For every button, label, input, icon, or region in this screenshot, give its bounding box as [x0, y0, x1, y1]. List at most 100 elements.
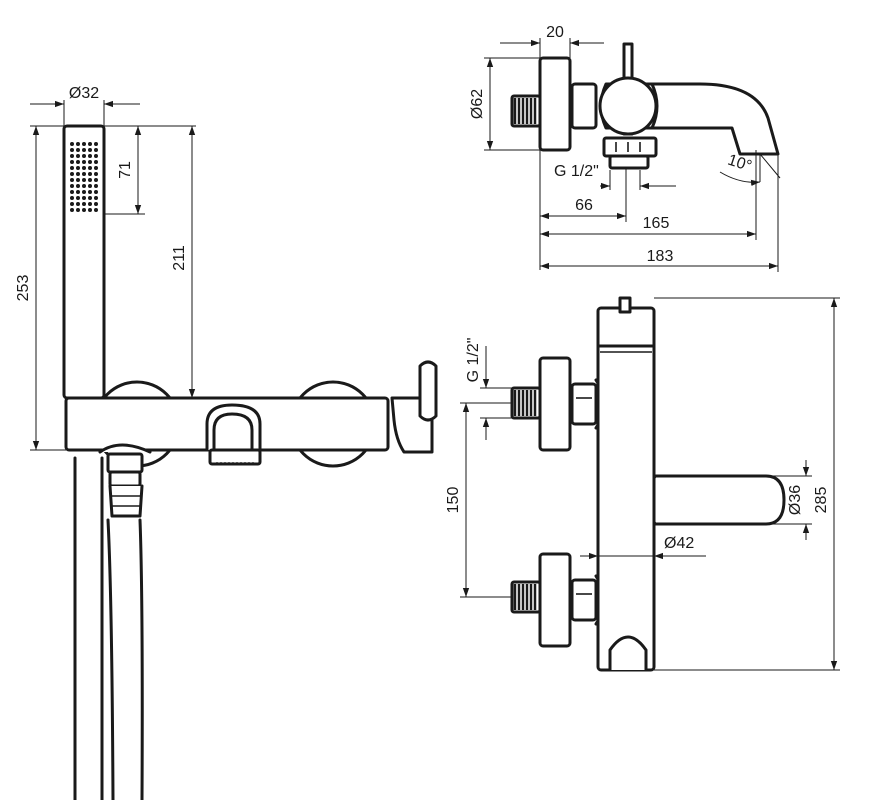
nozzle-dot	[82, 202, 86, 206]
label-total-height: 253	[15, 275, 32, 302]
nozzle-dot	[70, 178, 74, 182]
nozzle-dot	[70, 148, 74, 152]
dim-total-depth: 183	[540, 154, 779, 272]
label-spout-axis: 66	[575, 197, 593, 214]
dim-handshower-to-body: 211	[171, 126, 196, 398]
nozzle-dot	[70, 196, 74, 200]
nozzle-dot	[82, 154, 86, 158]
label-total-depth: 183	[647, 248, 674, 265]
label-handshower-to-body: 211	[171, 245, 188, 271]
nozzle-dot	[76, 172, 80, 176]
dim-head-length: 71	[104, 125, 196, 215]
side-rosette-lower	[538, 552, 606, 648]
nozzle-dot	[82, 142, 86, 146]
nozzle-dot	[94, 154, 98, 158]
dim-inlet-spacing: 150	[445, 402, 512, 598]
label-spout-diameter: Ø36	[787, 485, 804, 515]
top-view: 20 Ø62 G 1/2" 66 165	[469, 24, 781, 272]
top-rosette	[538, 56, 572, 152]
top-diverter-nut	[602, 136, 658, 170]
dim-rosette-depth: 20	[500, 24, 604, 58]
nozzle-dot	[94, 208, 98, 212]
front-view: Ø32 253 71 211	[15, 85, 438, 800]
hose-connector	[98, 443, 152, 518]
nozzle-dot	[82, 172, 86, 176]
dim-thread-side: G 1/2"	[465, 338, 512, 440]
nozzle-dot	[94, 148, 98, 152]
nozzle-dot	[76, 148, 80, 152]
nozzle-dot	[88, 142, 92, 146]
nozzle-dot	[70, 172, 74, 176]
dim-thread-top: G 1/2"	[554, 163, 676, 190]
nozzle-dot	[88, 160, 92, 164]
label-rosette-depth: 20	[546, 24, 564, 41]
nozzle-dot	[94, 178, 98, 182]
side-rosette-upper	[538, 356, 606, 452]
label-spout-angle: 10°	[725, 152, 753, 176]
nozzle-dot	[94, 184, 98, 188]
nozzle-dot	[94, 196, 98, 200]
nozzle-dot	[76, 196, 80, 200]
bath-spout-front	[205, 403, 262, 466]
nozzle-dot	[76, 166, 80, 170]
nozzle-dot	[76, 190, 80, 194]
nozzle-dot	[94, 202, 98, 206]
nozzle-dot	[88, 208, 92, 212]
side-view: G 1/2" 150 Ø42 Ø36 28	[445, 296, 840, 672]
nozzle-dot	[82, 166, 86, 170]
nozzle-dot	[94, 160, 98, 164]
nozzle-dot	[82, 190, 86, 194]
nozzle-dot	[94, 172, 98, 176]
nozzle-dot	[76, 184, 80, 188]
nozzle-dot	[76, 160, 80, 164]
label-spout-reach: 165	[643, 215, 670, 232]
top-body-neck	[570, 82, 598, 130]
nozzle-dot	[94, 166, 98, 170]
nozzle-dot	[82, 148, 86, 152]
dim-rosette-diameter: Ø62	[469, 57, 540, 151]
hand-shower	[62, 124, 106, 400]
label-thread-side: G 1/2"	[465, 338, 482, 383]
dim-spout-angle: 10°	[719, 152, 781, 187]
label-body-length: 285	[813, 487, 830, 514]
nozzle-dot	[76, 202, 80, 206]
nozzle-dot	[70, 142, 74, 146]
nozzle-dot	[88, 190, 92, 194]
nozzle-dot	[88, 154, 92, 158]
mixer-lever	[390, 360, 438, 454]
nozzle-dot	[94, 190, 98, 194]
nozzle-dot	[76, 142, 80, 146]
top-spout	[650, 82, 780, 156]
dim-body-length: 285	[654, 297, 840, 671]
label-body-diameter: Ø42	[664, 535, 694, 552]
label-head-length: 71	[117, 161, 134, 179]
side-spout	[647, 474, 786, 526]
side-mixer-body	[596, 296, 656, 672]
nozzle-dot	[82, 208, 86, 212]
shower-nozzles	[70, 142, 98, 212]
label-inlet-spacing: 150	[445, 487, 462, 514]
dim-body-diameter: Ø42	[580, 535, 706, 560]
nozzle-dot	[88, 202, 92, 206]
label-thread-top: G 1/2"	[554, 163, 599, 180]
nozzle-dot	[76, 178, 80, 182]
nozzle-dot	[76, 208, 80, 212]
nozzle-dot	[88, 148, 92, 152]
nozzle-dot	[94, 142, 98, 146]
label-handshower-diameter: Ø32	[69, 85, 99, 102]
dim-spout-axis: 66	[539, 150, 627, 270]
nozzle-dot	[70, 166, 74, 170]
top-mixer-ball	[598, 76, 659, 136]
nozzle-dot	[82, 184, 86, 188]
nozzle-dot	[70, 160, 74, 164]
nozzle-dot	[76, 154, 80, 158]
nozzle-dot	[88, 166, 92, 170]
dim-total-height: 253	[15, 125, 66, 451]
nozzle-dot	[70, 154, 74, 158]
nozzle-dot	[70, 190, 74, 194]
nozzle-dot	[82, 196, 86, 200]
shower-hose	[73, 456, 144, 800]
nozzle-dot	[88, 178, 92, 182]
dim-spout-reach: 165	[540, 150, 757, 240]
